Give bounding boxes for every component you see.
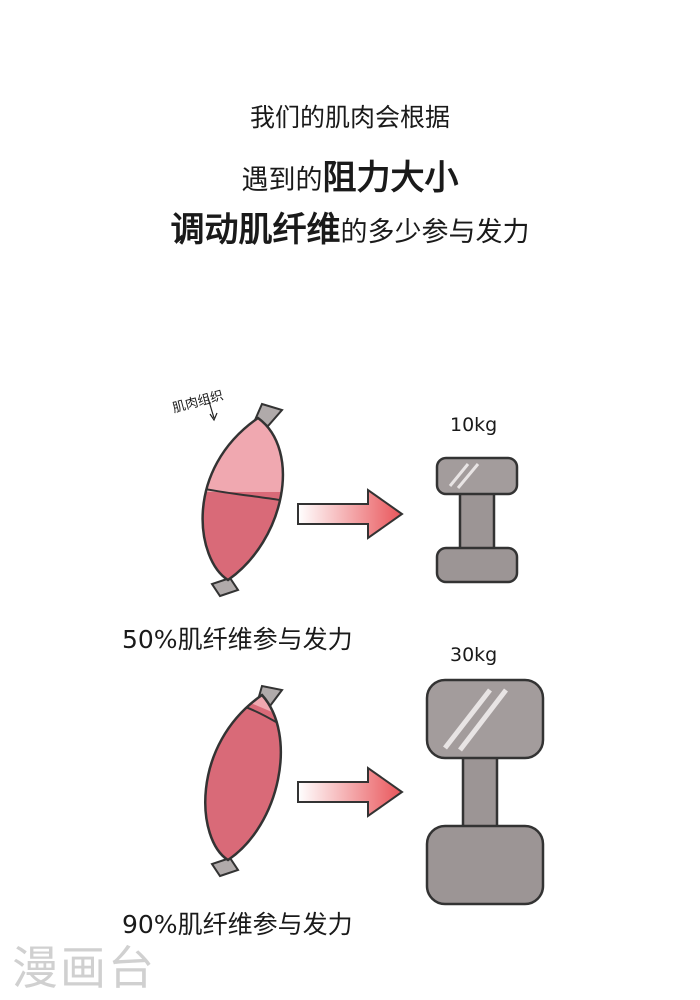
dumbbell-icon-10kg (435, 456, 519, 584)
arrow-icon-90 (297, 766, 404, 818)
arrow-icon-50 (297, 488, 404, 540)
caption-50-percent: 50%肌纤维参与发力 (122, 625, 353, 654)
headline-line-1: 我们的肌肉会根据 (249, 103, 450, 132)
headline-line-2-normal: 遇到的 (241, 165, 323, 196)
headline-line-3: 调动肌纤维的多少参与发力 (0, 202, 700, 251)
caption-90-percent: 90%肌纤维参与发力 (122, 910, 353, 939)
headline-line-2-emphasis: 阻力大小 (322, 158, 459, 198)
label-pointer-icon (207, 397, 218, 422)
muscle-icon-90 (204, 684, 284, 878)
dumbbell-icon-30kg (425, 678, 545, 906)
headline-line-3-normal: 的多少参与发力 (340, 217, 530, 248)
headline-line-2: 遇到的阻力大小 (0, 150, 700, 199)
weight-label-30kg: 30kg (450, 644, 498, 666)
watermark: 漫画台 (12, 941, 156, 995)
muscle-icon-50 (201, 402, 285, 598)
weight-label-10kg: 10kg (450, 414, 498, 436)
headline-line-3-emphasis: 调动肌纤维 (170, 210, 341, 250)
